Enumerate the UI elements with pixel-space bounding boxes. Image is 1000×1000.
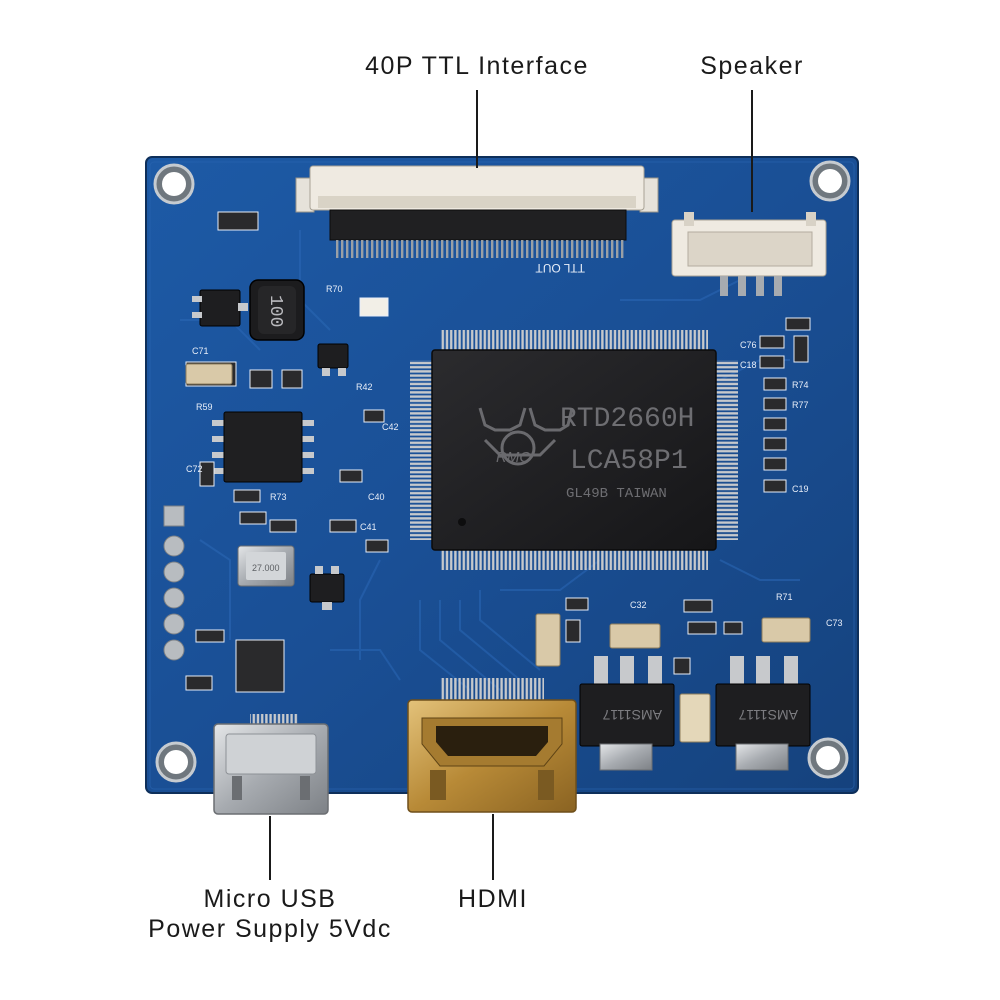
silk-c42: C42 — [382, 422, 399, 432]
micro-usb-connector — [213, 714, 329, 815]
mounting-hole-bottom-right — [807, 737, 849, 779]
silk-c41: C41 — [360, 522, 377, 532]
ttl-interface-label: 40P TTL Interface — [365, 52, 589, 80]
silk-c71: C71 — [192, 346, 209, 356]
regulator-right-marking: AMS1117 — [738, 707, 798, 723]
inductor-marking: 100 — [265, 295, 285, 327]
rtd2660h-chip — [410, 330, 738, 570]
power-supply-label: Power Supply 5Vdc — [148, 915, 392, 943]
silk-r73: R73 — [270, 492, 287, 502]
regulator-ams1117-left — [579, 656, 675, 771]
chip-logo-text: RMC — [496, 449, 530, 466]
chip-marking-line1: RTD2660H — [560, 404, 694, 435]
silk-c32: C32 — [630, 600, 647, 610]
silk-r42: R42 — [356, 382, 373, 392]
realtek-logo-icon — [478, 407, 574, 466]
silk-r59: R59 — [196, 402, 213, 412]
silk-r70: R70 — [326, 284, 343, 294]
regulator-ams1117-right — [715, 656, 811, 771]
silkscreen-designators: R70 R59 C71 C72 R73 C40 C41 R42 C42 C76 … — [186, 284, 843, 628]
header-pad-row — [163, 505, 185, 661]
inductor — [249, 279, 305, 341]
silk-c72: C72 — [186, 464, 203, 474]
crystal-oscillator — [237, 545, 295, 587]
chip-marking-line3: GL49B TAIWAN — [566, 486, 667, 502]
transistor-sot-2 — [309, 566, 345, 610]
chip-marking-line2: LCA58P1 — [570, 446, 688, 477]
soic-8-chip — [212, 411, 314, 483]
silk-r71: R71 — [776, 592, 793, 602]
silk-c73: C73 — [826, 618, 843, 628]
silk-c76: C76 — [740, 340, 757, 350]
smd-passives — [185, 211, 811, 743]
hdmi-connector — [407, 678, 577, 813]
micro-usb-label: Micro USB — [203, 885, 337, 913]
mounting-hole-top-left — [153, 163, 195, 205]
hdmi-label: HDMI — [458, 885, 528, 913]
silk-r77: R77 — [792, 400, 809, 410]
silk-c18: C18 — [740, 360, 757, 370]
mounting-hole-bottom-left — [155, 741, 197, 783]
silk-r74: R74 — [792, 380, 809, 390]
mounting-hole-top-right — [809, 160, 851, 202]
silk-c19: C19 — [792, 484, 809, 494]
ttl-40p-connector — [295, 165, 659, 258]
speaker-label: Speaker — [700, 52, 804, 80]
transistor-sot — [192, 289, 248, 327]
regulator-left-marking: AMS1117 — [602, 707, 662, 723]
ttl-out-silkscreen: TTL OUT — [535, 261, 585, 275]
crystal-marking: 27.000 — [252, 563, 280, 573]
speaker-connector — [671, 212, 827, 296]
transistor-sot-3 — [317, 343, 349, 376]
silk-c40: C40 — [368, 492, 385, 502]
